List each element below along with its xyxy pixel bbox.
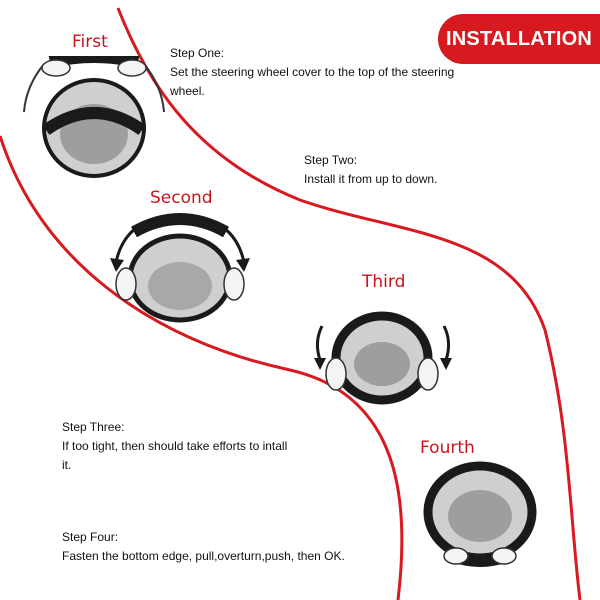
right-arrow-icon [236,258,250,272]
step-four-heading: Step Four: [62,530,119,544]
step-one-illustration [23,56,165,178]
right-hand-icon [117,59,147,77]
step-four-text: Step Four: Fasten the bottom edge, pull,… [62,528,372,566]
step-title-second: Second [150,188,213,208]
step-title-third: Third [362,272,406,292]
step-three-illustration [314,311,452,405]
installation-banner: INSTALLATION [438,14,600,64]
step-three-body: If too tight, then should take efforts t… [62,439,288,472]
step-four-illustration [423,461,537,567]
step-three-text: Step Three: If too tight, then should ta… [62,418,292,475]
step-two-illustration [110,213,250,323]
left-hand-icon [41,59,71,77]
step-one-body: Set the steering wheel cover to the top … [170,65,455,98]
step-four-body: Fasten the bottom edge, pull,overturn,pu… [62,549,345,563]
right-separator-curve [116,7,582,600]
step-two-heading: Step Two: [304,153,358,167]
step-title-first: First [72,32,108,52]
step-one-heading: Step One: [170,46,225,60]
step-three-heading: Step Three: [62,420,125,434]
step-two-text: Step Two: Install it from up to down. [304,151,504,189]
left-separator-curve [0,135,404,600]
step-title-fourth: Fourth [420,438,475,458]
step-one-text: Step One: Set the steering wheel cover t… [170,44,460,101]
right-down-arrow-icon [440,358,452,370]
left-down-arrow-icon [314,358,326,370]
step-two-body: Install it from up to down. [304,172,438,186]
left-arrow-icon [110,258,124,272]
